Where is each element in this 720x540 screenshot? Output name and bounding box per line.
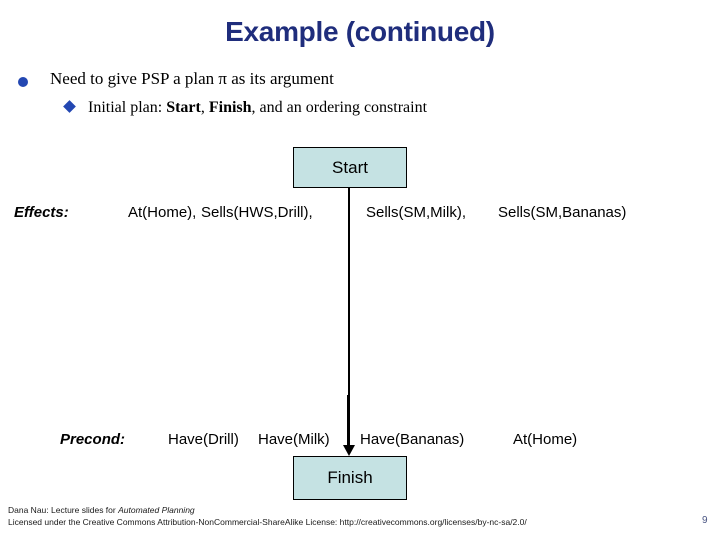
start-node-box: Start: [293, 147, 407, 188]
effect-at-home: At(Home),: [128, 204, 197, 221]
bullet-initial-plan-start: Start: [166, 99, 201, 116]
footer-line2: Licensed under the Creative Commons Attr…: [8, 517, 527, 527]
footer-line1: Dana Nau: Lecture slides for Automated P…: [8, 504, 527, 516]
effect-sells-sm-milk: Sells(SM,Milk),: [366, 204, 466, 221]
ordering-constraint-arrow-shaft: [347, 395, 350, 446]
ordering-constraint-arrow-line: [348, 187, 350, 397]
precond-have-drill: Have(Drill): [168, 431, 239, 448]
bullet-initial-plan-prefix: Initial plan:: [88, 99, 167, 116]
precond-label: Precond:: [60, 431, 126, 448]
effect-sells-sm-bananas: Sells(SM,Bananas): [498, 204, 627, 221]
finish-node-box: Finish: [293, 456, 407, 500]
bullet-dot-icon: [18, 77, 28, 87]
bullet-initial-plan-suffix: , and an ordering constraint: [251, 99, 428, 116]
page-number: 9: [702, 515, 708, 526]
effects-label: Effects:: [14, 204, 69, 221]
precond-at-home: At(Home): [513, 431, 578, 448]
bullet-initial-plan: Initial plan: Start, Finish, and an orde…: [88, 99, 427, 117]
footer-line1-prefix: Dana Nau: Lecture slides for: [8, 505, 119, 515]
footer-line1-book-title: Automated Planning: [118, 505, 195, 515]
precond-have-milk: Have(Milk): [258, 431, 330, 448]
bullet-initial-plan-separator: ,: [200, 99, 209, 116]
effect-sells-hws-drill: Sells(HWS,Drill),: [201, 204, 313, 221]
bullet-need-psp: Need to give PSP a plan π as its argumen…: [50, 69, 334, 88]
bullet-diamond-icon: [63, 100, 76, 113]
slide-title: Example (continued): [225, 16, 495, 47]
footer-attribution: Dana Nau: Lecture slides for Automated P…: [8, 504, 527, 528]
bullet-initial-plan-finish: Finish: [208, 99, 252, 116]
ordering-constraint-arrow-head-icon: [343, 445, 355, 456]
precond-have-bananas: Have(Bananas): [360, 431, 465, 448]
